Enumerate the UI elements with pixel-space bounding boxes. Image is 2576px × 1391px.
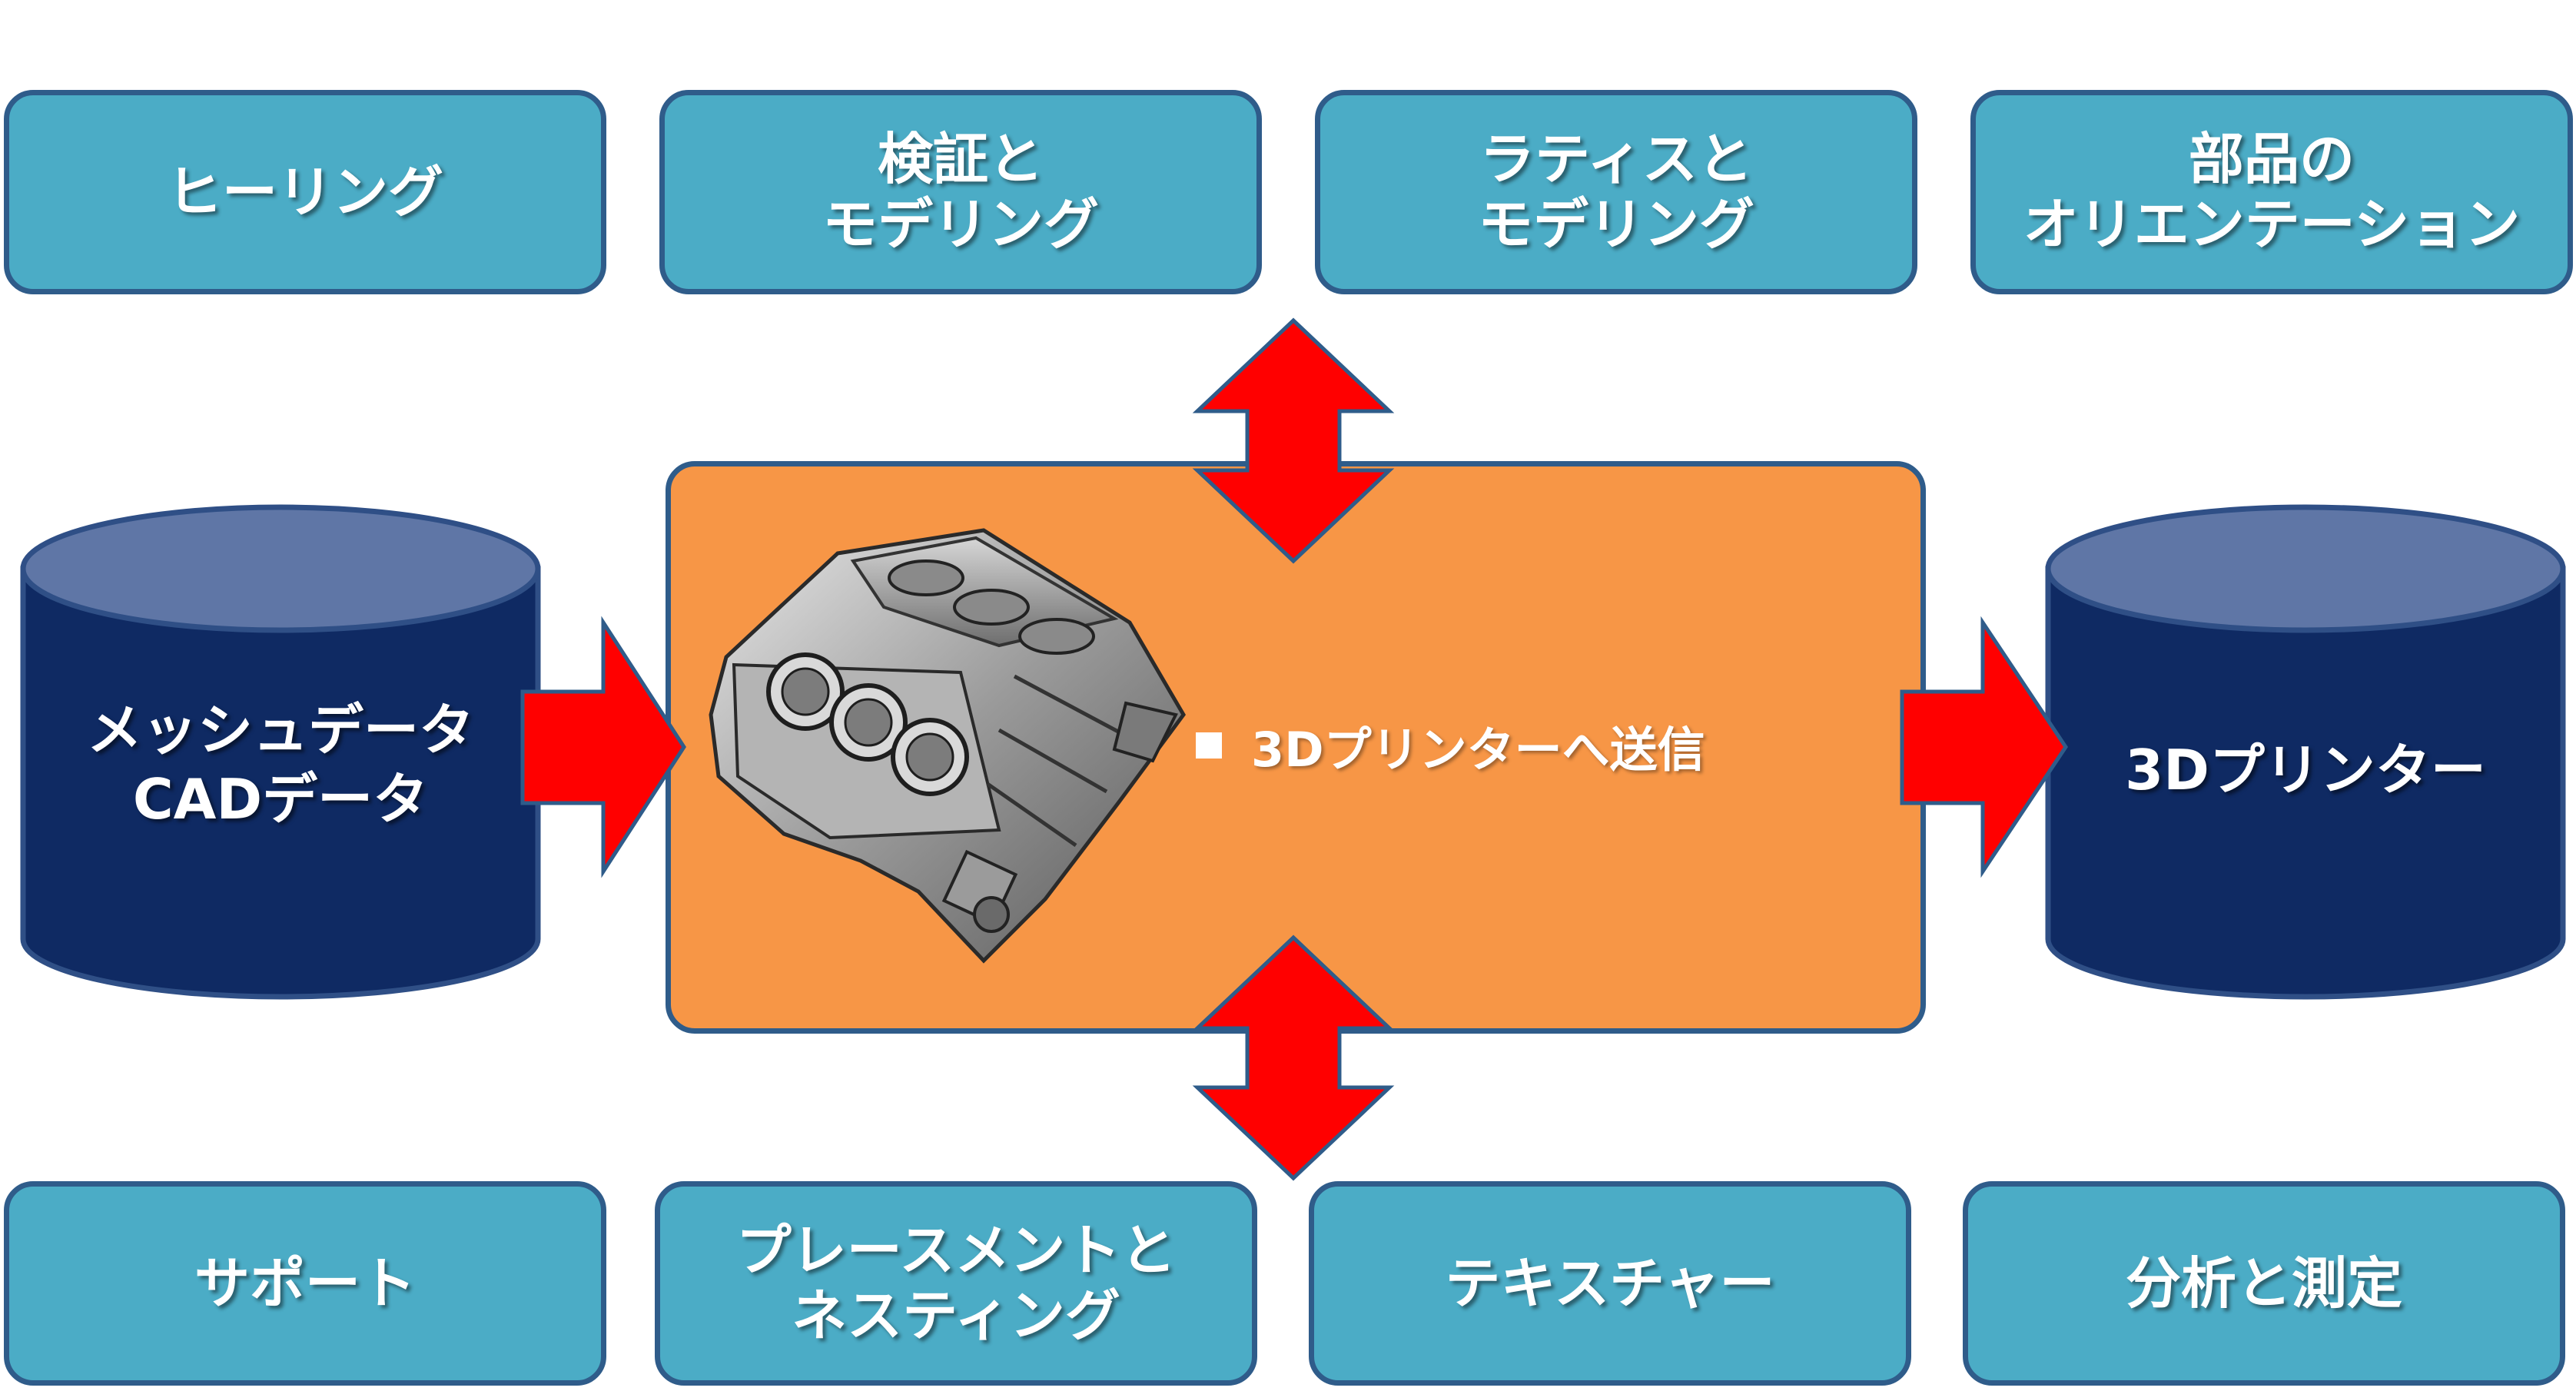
step-healing: ヒーリング [4,90,606,294]
double-arrow-vertical-icon [1192,935,1395,1181]
step-texture: テキスチャー [1309,1181,1911,1386]
input-data-store-label: メッシュデータ CADデータ [86,698,474,832]
step-part-orientation: 部品の オリエンテーション [1970,90,2573,294]
arrow-right-icon [520,616,686,878]
send-to-printer-label: 3Dプリンターへ送信 [1196,711,1705,780]
step-verification-modeling: 検証と モデリング [659,90,1262,294]
step-support: サポート [4,1181,606,1386]
input-data-store [20,504,541,1000]
send-to-printer-text: 3Dプリンターへ送信 [1251,722,1705,778]
output-3d-printer-label: 3Dプリンター [2125,738,2486,802]
engine-block-icon [709,528,1186,964]
arrow-right-icon [1900,616,2069,878]
step-lattice-modeling: ラティスと モデリング [1315,90,1917,294]
step-placement-nesting: プレースメントと ネスティング [655,1181,1257,1386]
square-bullet-icon [1196,732,1222,759]
double-arrow-vertical-icon [1192,317,1395,564]
step-analysis-measurement: 分析と測定 [1963,1181,2565,1386]
output-3d-printer-store [2045,504,2566,1000]
